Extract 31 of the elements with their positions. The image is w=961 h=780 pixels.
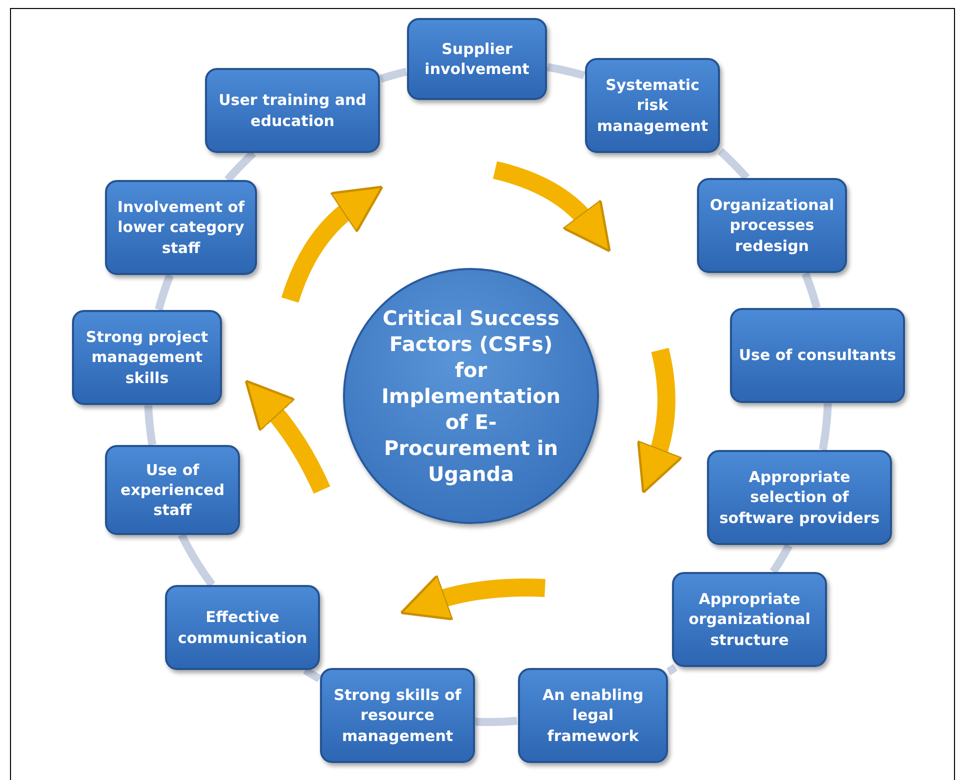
ring-connector (378, 68, 410, 83)
node-label: Supplier involvement (424, 38, 530, 80)
node-label: Appropriate organizational structure (688, 589, 812, 650)
node-label: Use of consultants (738, 345, 896, 366)
factor-box (585, 58, 720, 153)
node-label: Organizational processes redesign (708, 195, 836, 256)
factor-box (407, 18, 547, 100)
factor-box (165, 585, 320, 670)
factor-box (72, 310, 222, 405)
node-label: User training and education (218, 90, 368, 131)
factor-box (730, 308, 905, 403)
node-label: Strong skills of resource management (332, 685, 462, 746)
factor-box (707, 450, 892, 545)
factor-box (105, 180, 257, 275)
factor-box (672, 572, 827, 667)
node-label: Critical Success Factors (CSFs) for Implementation of E-Procurement in Uganda (380, 305, 562, 487)
node-label: Systematic risk management (596, 75, 710, 136)
factor-box (320, 668, 475, 763)
ring-connector (302, 666, 323, 682)
node-label: Involvement of lower category staff (116, 197, 246, 258)
factor-box (205, 68, 380, 153)
factor-box (105, 445, 240, 535)
factor-box (697, 178, 847, 273)
node-label: Effective communication (176, 607, 308, 648)
factor-box (518, 668, 668, 763)
node-label: Appropriate selection of software providers (718, 467, 881, 528)
ring-connector (717, 148, 750, 181)
node-label: An enabling legal framework (542, 685, 644, 746)
node-label: Strong project management skills (84, 327, 210, 388)
ring-connector (665, 664, 678, 676)
node-label: Use of experienced staff (120, 460, 226, 520)
